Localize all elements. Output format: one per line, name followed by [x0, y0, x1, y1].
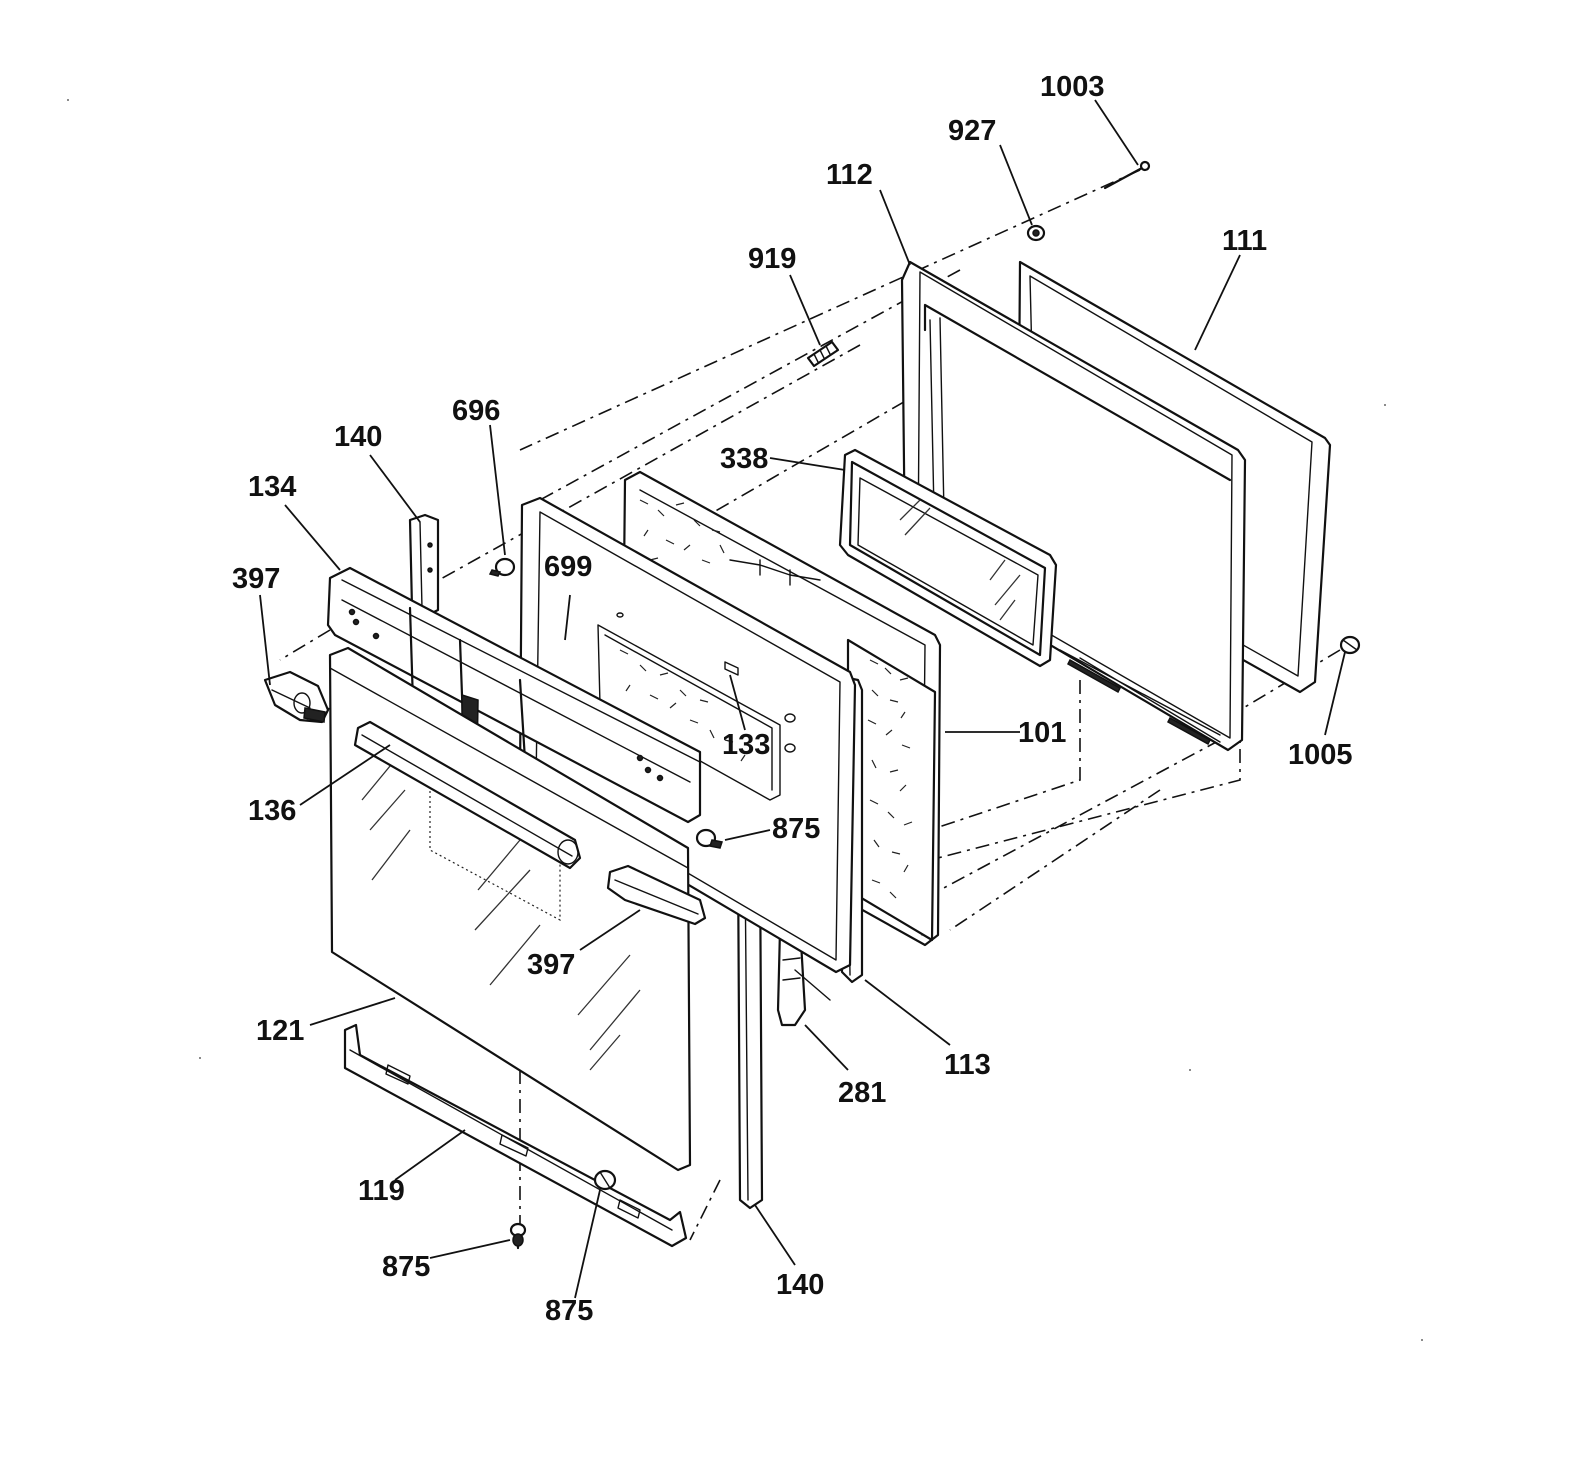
label-875-bottom: 875 [545, 1295, 593, 1327]
label-338: 338 [720, 443, 768, 475]
part-labels: 1003 927 112 111 919 696 140 338 134 397… [232, 71, 1353, 1327]
label-397-handle: 397 [527, 949, 575, 981]
label-1003: 1003 [1040, 71, 1105, 103]
label-134: 134 [248, 471, 296, 503]
screw-875-bottom-left [509, 1222, 527, 1250]
inner-door-frame [518, 496, 857, 974]
label-927: 927 [948, 115, 996, 147]
handle-bar-136 [353, 720, 582, 870]
label-121: 121 [256, 1015, 304, 1047]
screw-1005 [1339, 635, 1361, 655]
screw-696 [488, 557, 516, 577]
label-111: 111 [1222, 225, 1267, 257]
label-112: 112 [826, 159, 873, 191]
window-glass-338 [838, 448, 1058, 668]
screw-875-bottom-mid [593, 1169, 617, 1191]
washer-927 [1026, 224, 1046, 242]
label-875-mid: 875 [772, 813, 820, 845]
screw-875-mid [695, 828, 723, 849]
label-696: 696 [452, 395, 500, 427]
label-133: 133 [722, 729, 770, 761]
label-1005: 1005 [1288, 739, 1353, 771]
label-101: 101 [1018, 717, 1066, 749]
label-113: 113 [944, 1049, 991, 1081]
label-875-bottom-left: 875 [382, 1251, 430, 1283]
label-281: 281 [838, 1077, 886, 1109]
handle-end-cap-397-right [606, 864, 707, 926]
assembly-lines [279, 169, 1341, 1241]
label-140-bottom: 140 [776, 1269, 824, 1301]
label-140-top: 140 [334, 421, 382, 453]
leader-lines [259, 99, 1346, 1299]
scan-specks [67, 99, 1423, 1341]
screw-1003 [1103, 160, 1151, 190]
label-699: 699 [544, 551, 592, 583]
label-919: 919 [748, 243, 796, 275]
label-397-left: 397 [232, 563, 280, 595]
label-136: 136 [248, 795, 296, 827]
hinge-pin-919 [806, 340, 840, 368]
side-trim-140-left [408, 513, 440, 617]
label-119: 119 [358, 1175, 405, 1207]
door-liner-frame-112 [900, 260, 1247, 752]
end-cap-397-left [263, 670, 330, 724]
